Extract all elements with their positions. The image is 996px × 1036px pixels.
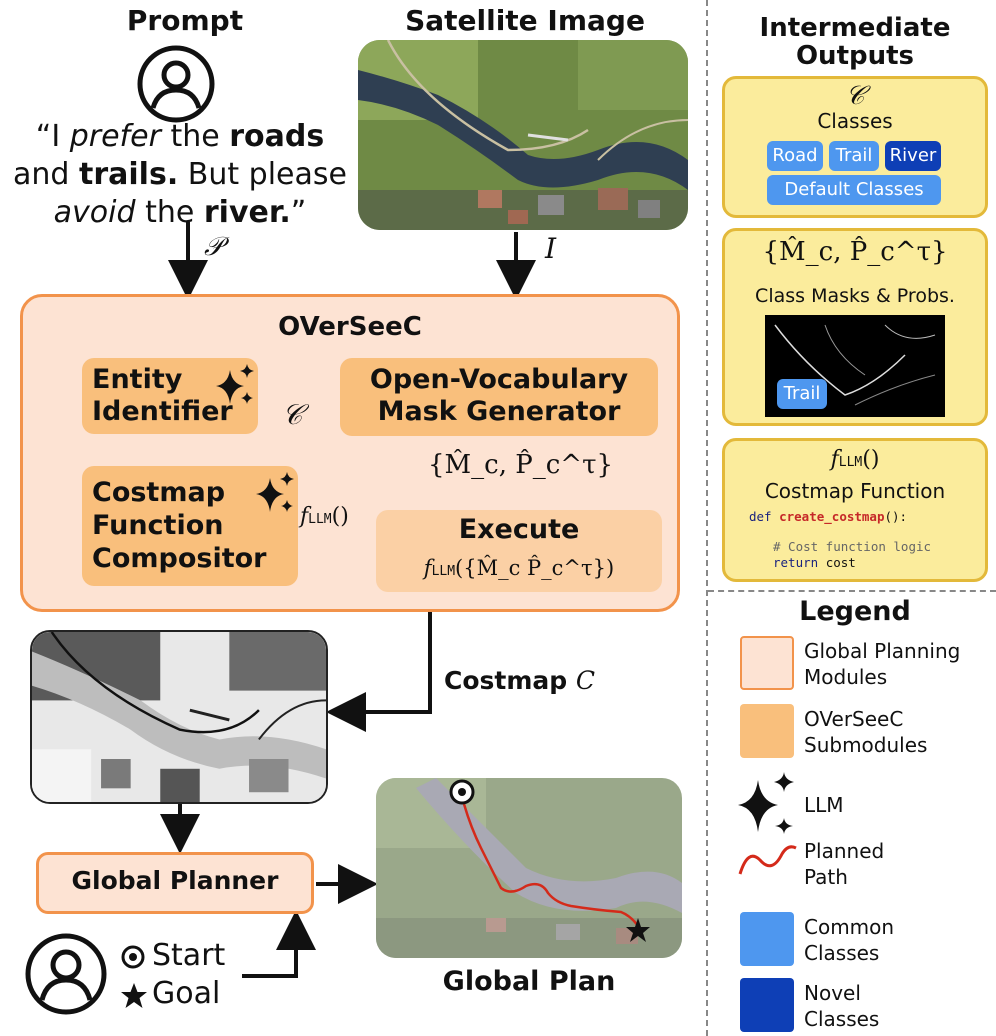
prompt-title: Prompt bbox=[126, 4, 244, 37]
legend-swatch-submodules bbox=[740, 704, 794, 758]
fllm-symbol: fLLM() bbox=[300, 504, 349, 529]
mask-set-symbol: {M̂_c, P̂_c^τ} bbox=[428, 450, 614, 480]
global-planner-label: Global Planner bbox=[71, 866, 279, 895]
execute-formula: fLLM({M̂_c P̂_c^τ}) bbox=[423, 556, 615, 580]
llm-sparkle-icon bbox=[738, 772, 794, 834]
masks-title: Class Masks & Probs. bbox=[755, 285, 955, 307]
sparkle-icon bbox=[216, 364, 254, 404]
code-line-def: def create_costmap(): bbox=[749, 509, 908, 524]
legend-swatch-global bbox=[740, 636, 794, 690]
mask-pill-trail: Trail bbox=[777, 379, 827, 409]
planned-path-icon bbox=[738, 845, 797, 875]
global-plan-title: Global Plan bbox=[442, 966, 616, 997]
code-line-return: return cost bbox=[773, 555, 856, 570]
planned-path bbox=[462, 803, 640, 927]
fn-symbol: fLLM() bbox=[830, 447, 880, 472]
overseec-title: OVerSeeC bbox=[278, 312, 422, 342]
legend-title: Legend bbox=[799, 596, 911, 627]
mask-generator-label: Open-Vocabulary Mask Generator bbox=[369, 364, 629, 427]
execute-title: Execute bbox=[458, 514, 580, 545]
image-symbol: I bbox=[545, 232, 557, 265]
satellite-title: Satellite Image bbox=[405, 4, 645, 37]
execute-box bbox=[376, 510, 662, 592]
entity-identifier-label: Entity Identifier bbox=[92, 364, 233, 427]
mask-generator-box bbox=[340, 358, 658, 436]
legend-llm: LLM bbox=[804, 793, 844, 817]
masks-symbol: {M̂_c, P̂_c^τ} bbox=[762, 237, 948, 267]
code-line-comment: # Cost function logic bbox=[773, 539, 932, 554]
legend-submodules: OVerSeeC Submodules bbox=[804, 707, 928, 757]
classes-title: Classes bbox=[817, 109, 893, 133]
prompt-quote: “I prefer the roads and trails. But plea… bbox=[13, 119, 347, 230]
class-symbol: 𝒞 bbox=[282, 398, 303, 431]
prompt-symbol: 𝒫 bbox=[204, 232, 223, 262]
class-pill-default: Default Classes bbox=[767, 175, 941, 205]
global-planner-box bbox=[36, 852, 314, 914]
costmap-function-box: fLLM() Costmap Function def create_costm… bbox=[722, 438, 988, 582]
legend-common-classes: Common Classes bbox=[804, 915, 895, 965]
user-icon bbox=[137, 45, 215, 123]
legend-swatch-novel bbox=[740, 978, 794, 1032]
classes-box: 𝒞 Classes Road Trail River Default Class… bbox=[722, 76, 988, 218]
masks-box: {M̂_c, P̂_c^τ} Class Masks & Probs. Trai… bbox=[722, 228, 988, 426]
class-pill-river: River bbox=[885, 141, 941, 171]
satellite-image bbox=[358, 40, 688, 230]
compositor-box bbox=[82, 466, 298, 586]
compositor-label: Costmap Function Compositor bbox=[92, 477, 267, 574]
legend-novel-classes: Novel Classes bbox=[804, 981, 880, 1031]
classes-symbol: 𝒞 bbox=[845, 81, 865, 111]
legend-global-modules: Global Planning Modules bbox=[804, 639, 961, 689]
goal-star-icon bbox=[121, 983, 147, 1008]
global-plan-image bbox=[376, 778, 682, 958]
class-pill-road: Road bbox=[767, 141, 823, 171]
sparkle-icon bbox=[256, 472, 294, 512]
fn-title: Costmap Function bbox=[764, 479, 946, 503]
vertical-divider bbox=[706, 0, 708, 1036]
costmap-image bbox=[30, 630, 328, 804]
class-pill-trail: Trail bbox=[829, 141, 879, 171]
horizontal-divider bbox=[708, 590, 996, 592]
user-icon bbox=[25, 933, 107, 1015]
goal-marker bbox=[626, 918, 650, 942]
legend-swatch-common bbox=[740, 912, 794, 966]
start-icon bbox=[121, 945, 145, 969]
legend-planned-path: Planned Path bbox=[804, 839, 885, 889]
goal-label: Goal bbox=[152, 976, 221, 1011]
start-label: Start bbox=[152, 938, 226, 973]
costmap-label: Costmap C bbox=[444, 666, 596, 695]
